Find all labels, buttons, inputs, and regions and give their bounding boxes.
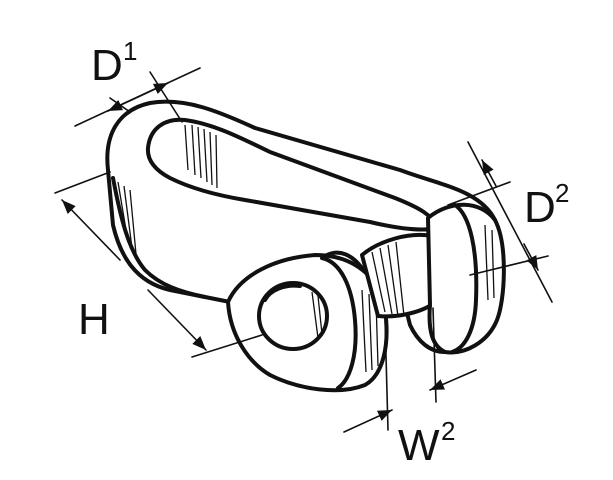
far-lobe-hatching	[484, 224, 495, 301]
label-d2: D	[524, 183, 556, 232]
label-w2: W	[398, 421, 440, 470]
label-w2-sup: 2	[441, 416, 455, 446]
dim-w2: W 2	[343, 307, 477, 470]
label-h: H	[78, 295, 110, 344]
far-lobe	[426, 202, 506, 355]
dim-d1: D 1	[74, 36, 201, 127]
label-d1-sup: 1	[123, 36, 137, 66]
slot-shading	[184, 124, 218, 189]
label-d1: D	[91, 41, 123, 90]
dim-h: H	[54, 171, 263, 358]
side-hatching	[117, 181, 137, 255]
dim-d2: D 2	[447, 141, 569, 303]
pin-head	[257, 281, 329, 351]
pin-hatching	[371, 241, 405, 317]
clevis-body	[105, 99, 506, 393]
label-d2-sup: 2	[555, 178, 569, 208]
pin-head-hatching	[311, 291, 323, 339]
